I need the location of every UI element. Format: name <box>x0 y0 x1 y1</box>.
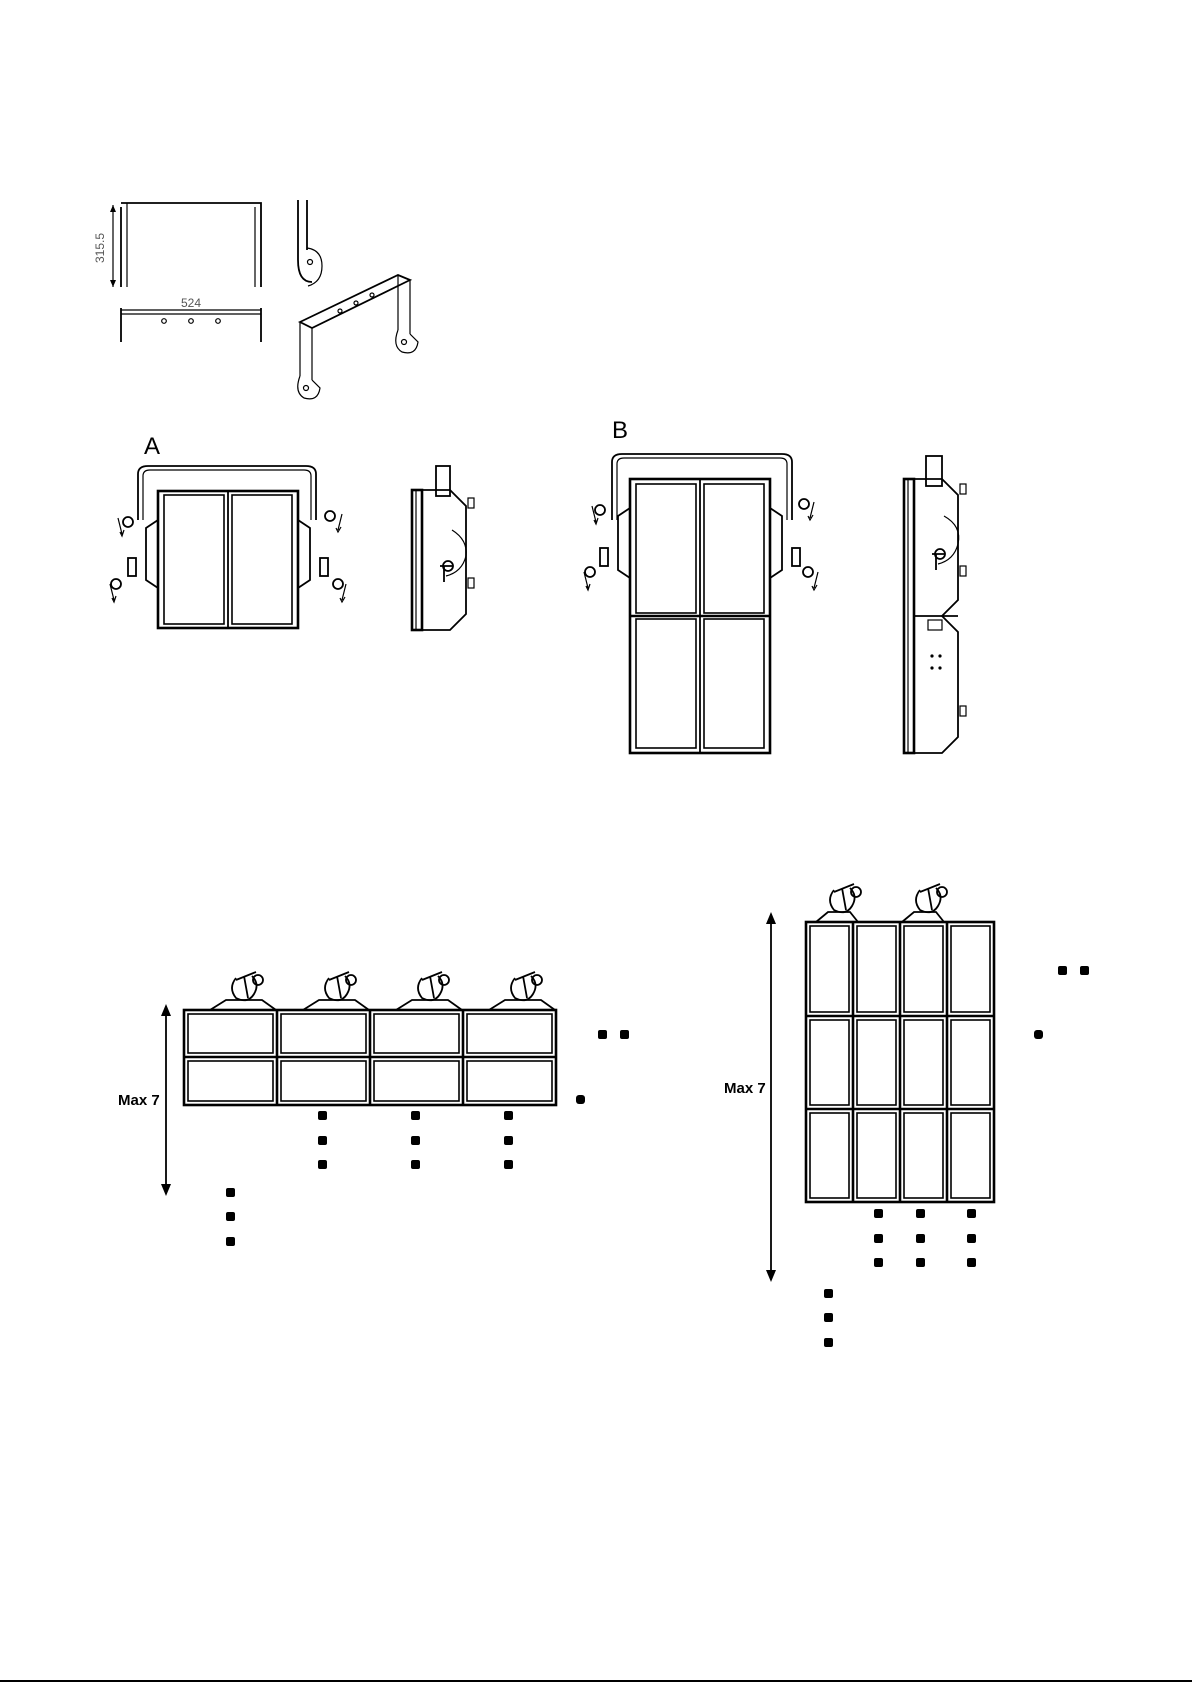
clamp-icon <box>489 972 555 1010</box>
clamp-icon <box>816 884 861 922</box>
clamp-icon <box>210 972 276 1010</box>
config-a-label: A <box>144 433 160 460</box>
clamp-icon <box>902 884 947 922</box>
page-bottom-rule <box>0 1680 1192 1682</box>
config-a-side-view <box>412 466 474 630</box>
horizontal-array <box>184 972 556 1105</box>
horizontal-array-height-label: Max 7 <box>118 1092 160 1109</box>
clamp-icon <box>303 972 369 1010</box>
horizontal-array-height-arrow <box>161 1004 171 1196</box>
clamp-icon <box>396 972 462 1010</box>
bracket-side-view <box>298 200 322 286</box>
vertical-array-height-label: Max 7 <box>724 1080 766 1097</box>
config-b-side-view <box>904 456 966 753</box>
vertical-array-height-arrow <box>766 912 776 1282</box>
bracket-front-view: 315.5 <box>93 203 261 287</box>
config-b-front-view <box>584 454 818 753</box>
bracket-isometric-view <box>298 275 418 399</box>
vertical-array <box>806 884 994 1202</box>
knob-icon <box>585 499 813 577</box>
config-a-front-view <box>110 466 346 628</box>
bracket-top-view: 524 <box>121 296 261 342</box>
config-b-label: B <box>612 417 628 444</box>
bracket-height-dimension: 315.5 <box>93 233 107 263</box>
bracket-width-dimension: 524 <box>181 296 201 310</box>
